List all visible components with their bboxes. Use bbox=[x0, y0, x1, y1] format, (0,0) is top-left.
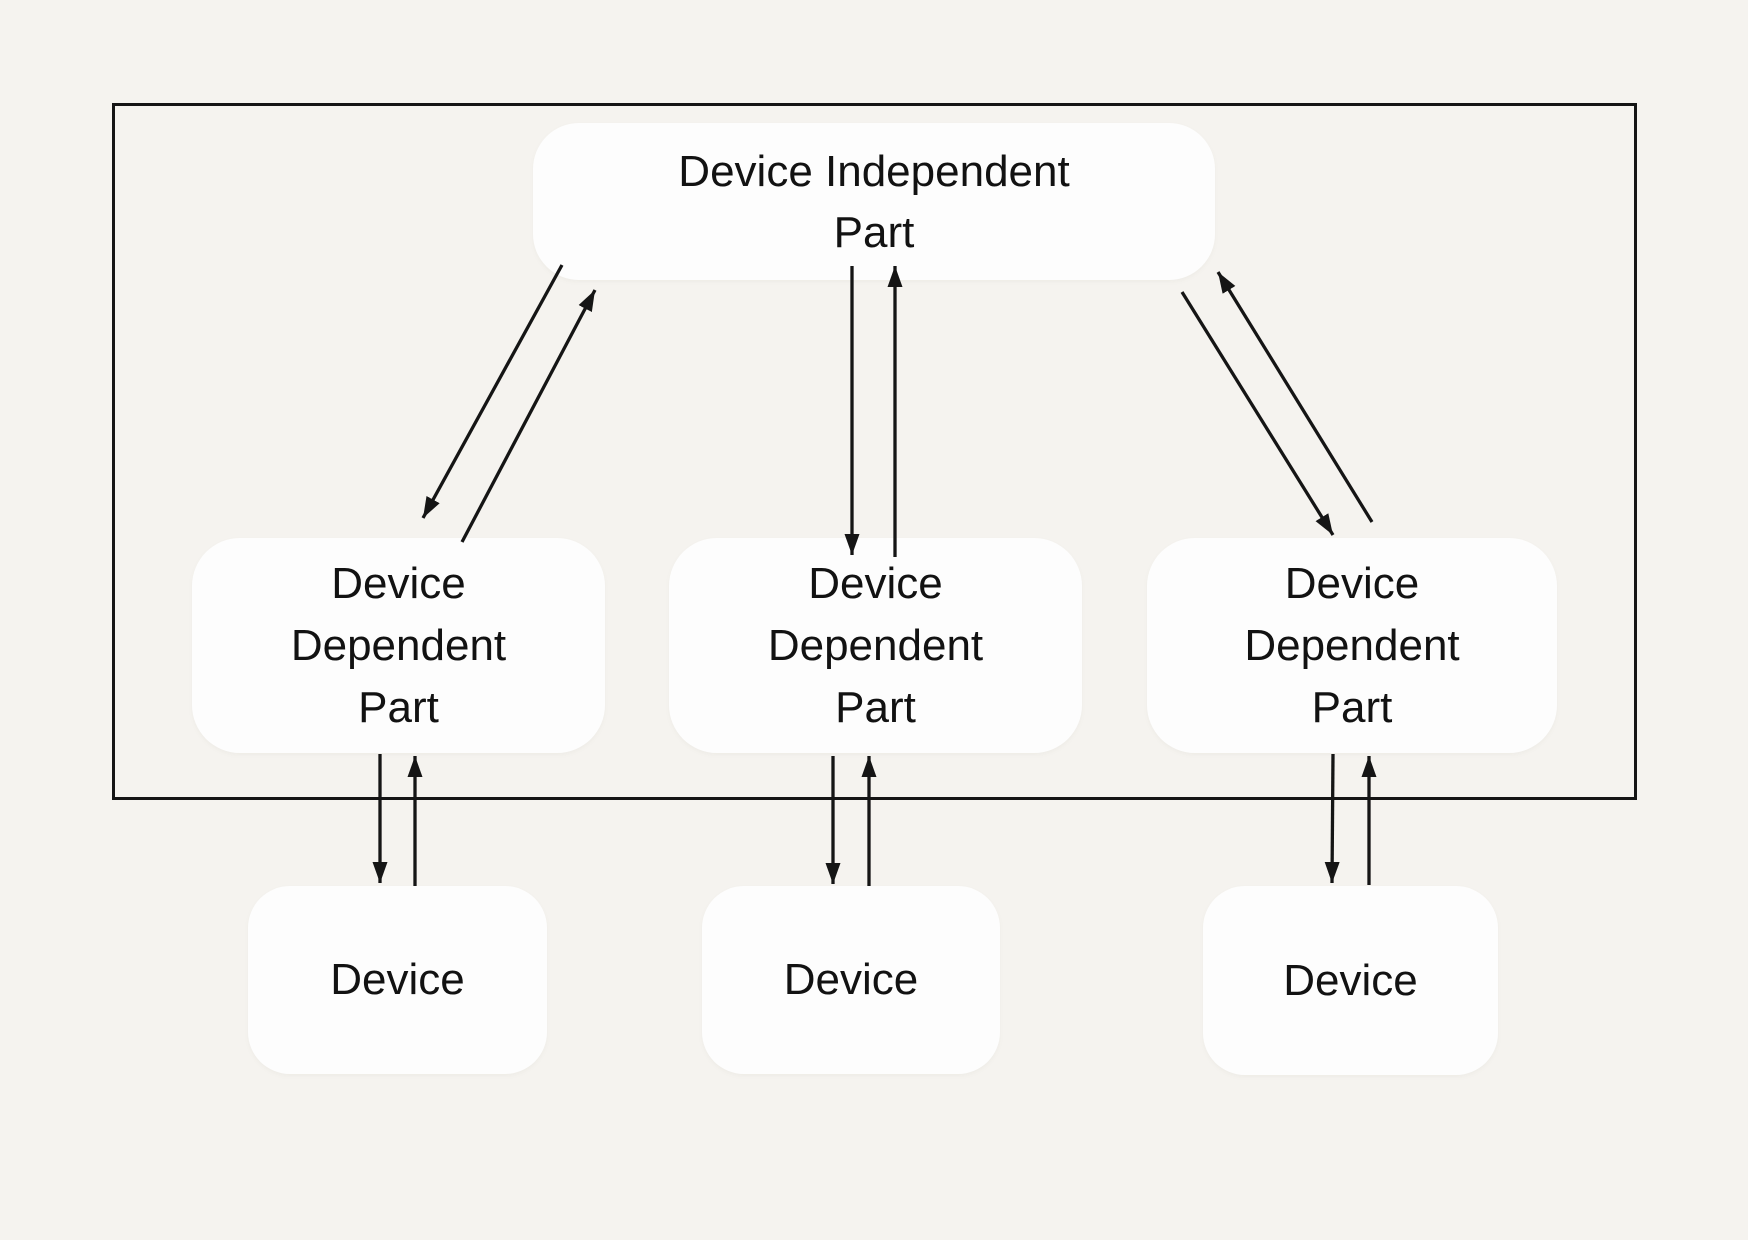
device-node-right: Device bbox=[1203, 886, 1498, 1075]
device-node-middle: Device bbox=[702, 886, 1000, 1074]
node-label-line: Device bbox=[1284, 558, 1420, 608]
device-dependent-part-node-left: Device Dependent Part bbox=[192, 538, 605, 753]
node-label-line: Device bbox=[331, 558, 466, 608]
node-label-line: Part bbox=[358, 682, 439, 732]
node-label-line: Dependent bbox=[767, 620, 984, 670]
node-label-line: Device bbox=[808, 558, 943, 608]
device-dependent-part-node-right: Device Dependent Part bbox=[1147, 538, 1557, 753]
node-label-line: Device bbox=[1283, 955, 1418, 1005]
node-label-line: Device Independent bbox=[678, 146, 1070, 196]
system-boundary-rect bbox=[112, 103, 1637, 800]
node-label-line: Dependent bbox=[1244, 620, 1460, 670]
node-label-line: Dependent bbox=[290, 620, 507, 670]
node-label-line: Part bbox=[833, 207, 915, 257]
node-label-line: Part bbox=[835, 682, 916, 732]
device-dependent-part-node-middle: Device Dependent Part bbox=[669, 538, 1082, 753]
device-node-left: Device bbox=[248, 886, 547, 1074]
node-label-line: Device bbox=[330, 955, 465, 1004]
node-label-line: Device bbox=[783, 955, 919, 1004]
node-label-line: Part bbox=[1311, 682, 1393, 732]
device-independent-part-node: Device Independent Part bbox=[533, 123, 1215, 280]
